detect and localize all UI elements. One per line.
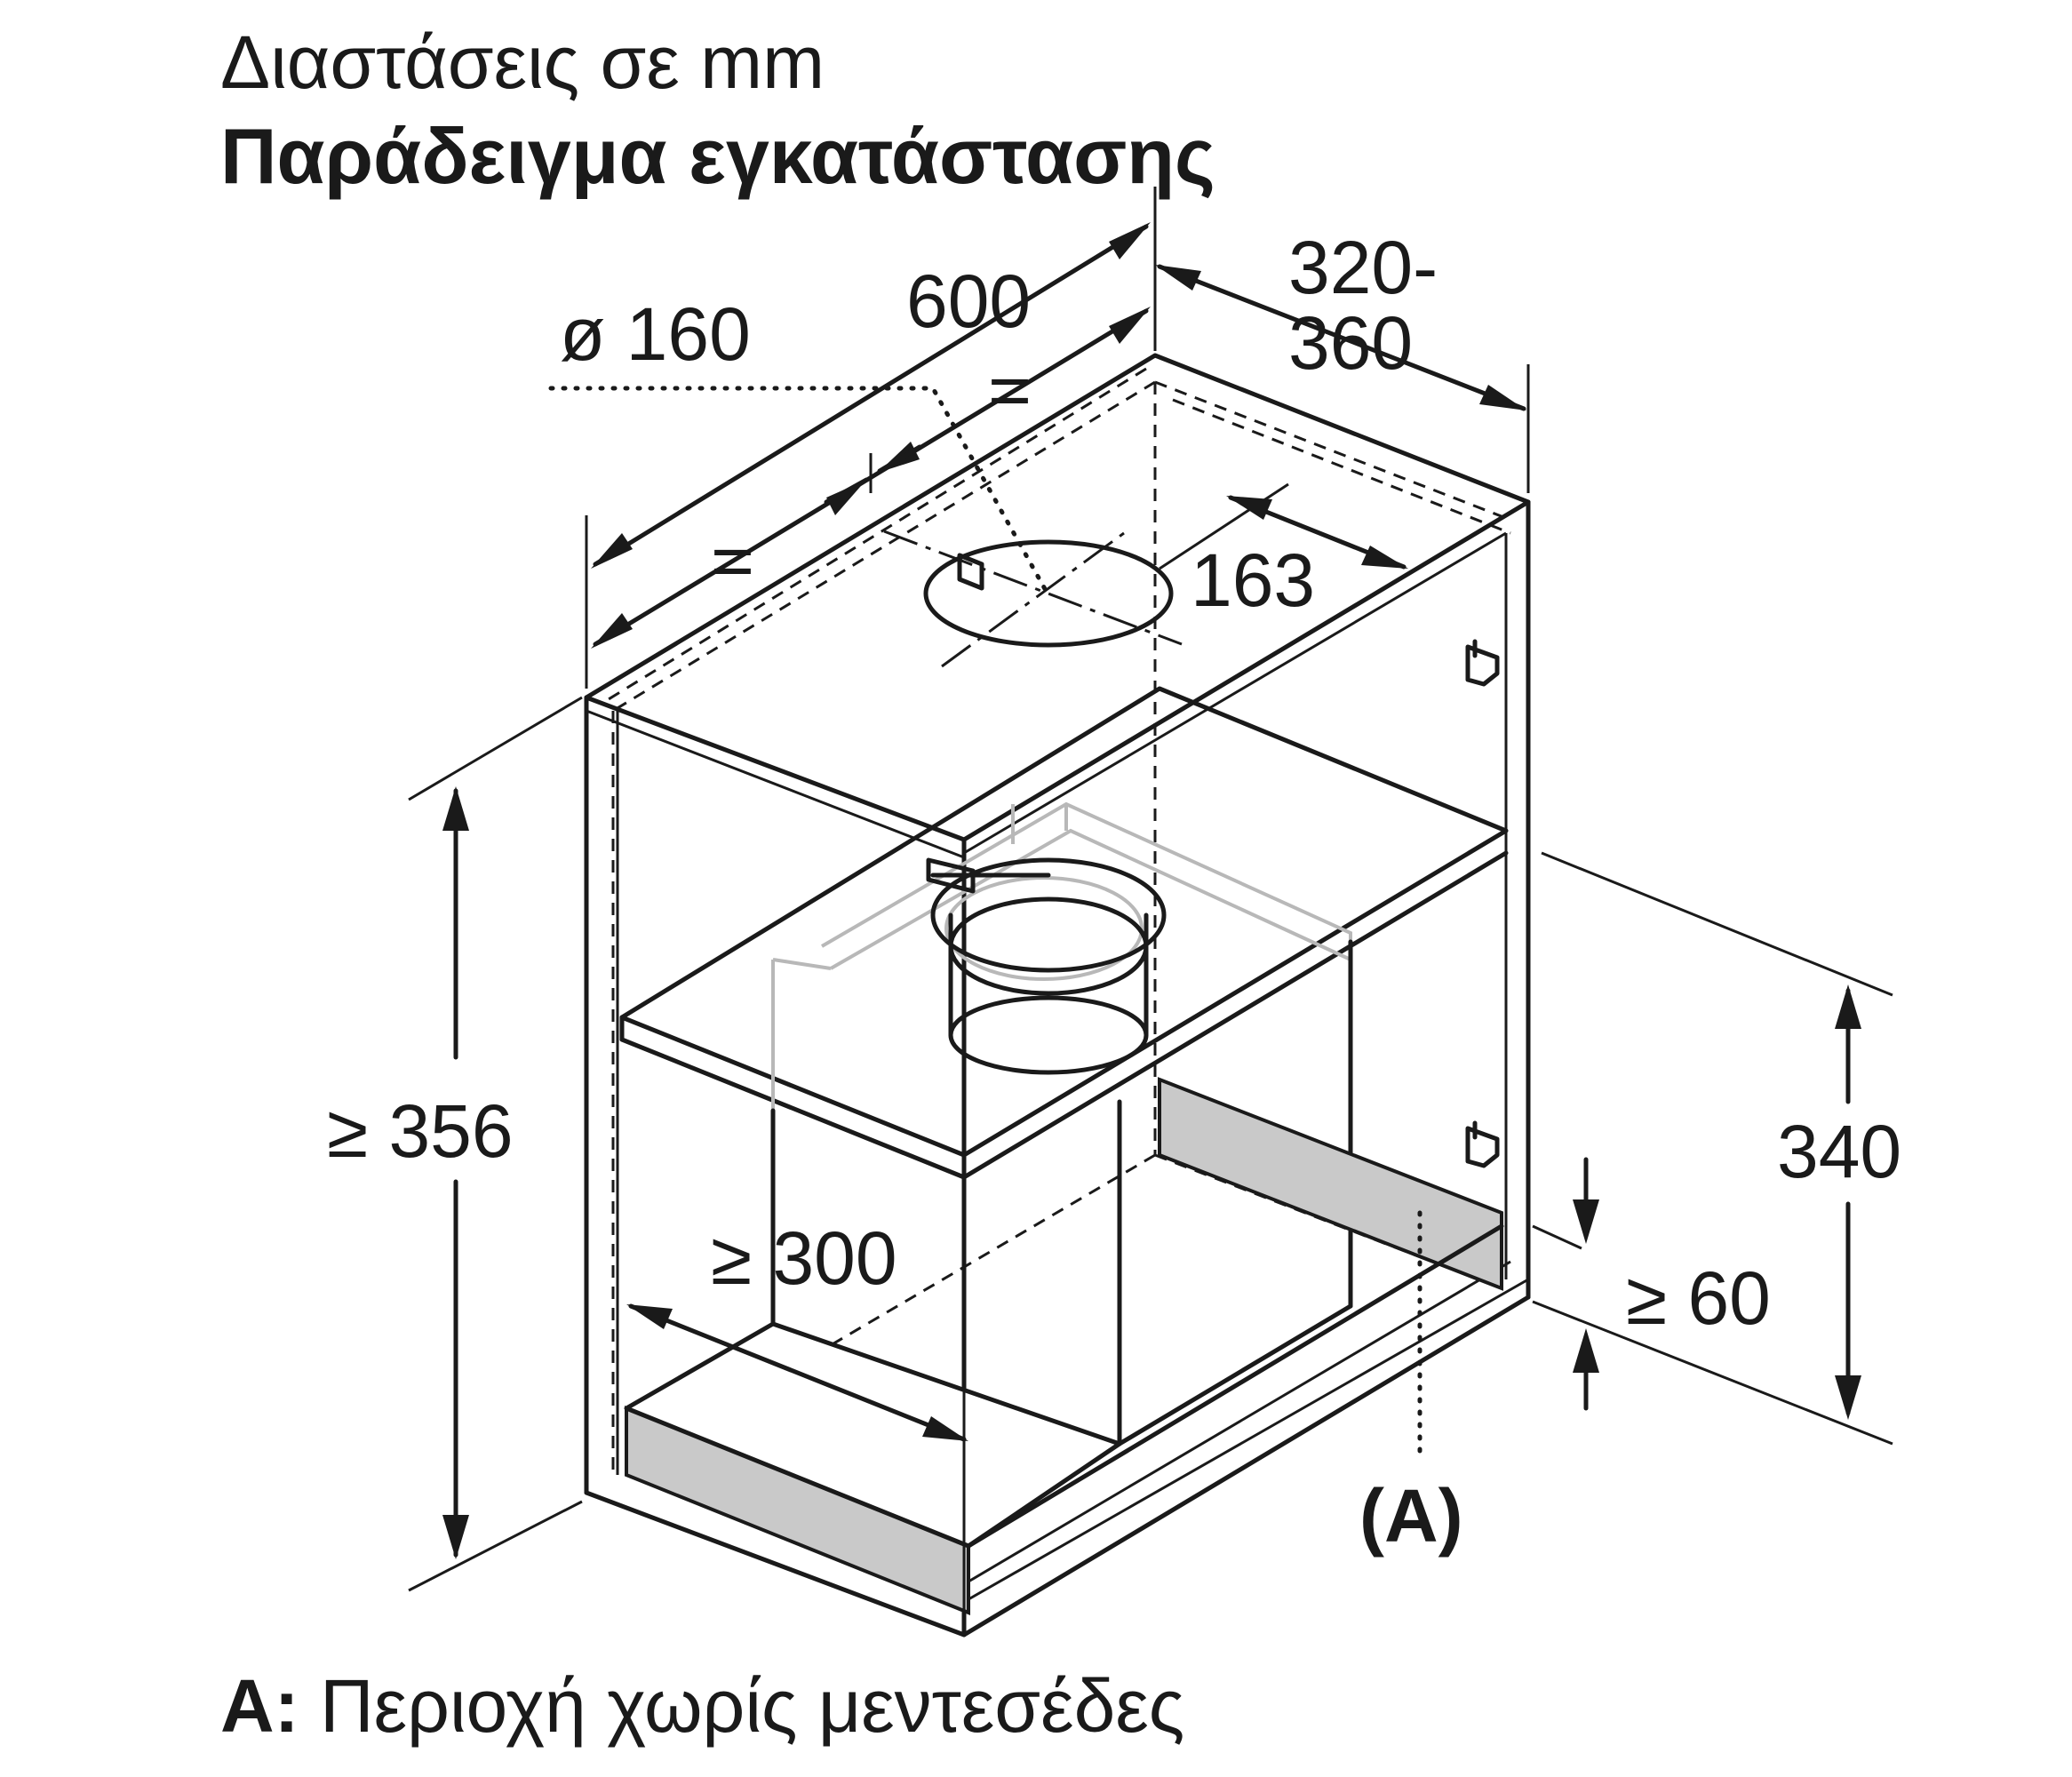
offset-label: 163 [1191, 538, 1315, 622]
height-inner-dimension [626, 1303, 968, 1442]
page-title: Παράδειγμα εγκατάστασης [220, 112, 1215, 200]
hingeless-zones [624, 1077, 1504, 1615]
depth-label-line1: 320- [1288, 226, 1438, 309]
height-total-dimension [442, 786, 469, 1559]
hood-body [771, 801, 1352, 1111]
height-hood-dimension [1835, 984, 1861, 1420]
diameter-label: ø 160 [560, 292, 751, 376]
hood-lower-box [770, 939, 1353, 1446]
diameter-leader [548, 386, 1051, 598]
hood-shelf [619, 686, 1509, 1180]
depth-dimension [1155, 264, 1526, 411]
height-hood-label: 340 [1777, 1110, 1901, 1193]
height-total-label: ≥ 356 [327, 1089, 514, 1173]
centerlines [883, 530, 1183, 668]
duct-openings [923, 539, 1174, 1075]
offset-dimension [1226, 495, 1408, 570]
legend: A: Περιοχή χωρίς μεντεσέδες [220, 1663, 1184, 1749]
subtitle: Διαστάσεις σε mm [220, 20, 825, 104]
zone-marker: (A) [1359, 1474, 1463, 1558]
equal-bottom-label: = [711, 519, 754, 602]
height-base-dimension [1573, 1157, 1599, 1411]
hinge-icon [1465, 639, 1500, 1168]
legend-text: Περιοχή χωρίς μεντεσέδες [299, 1664, 1185, 1748]
height-base-label: ≥ 60 [1626, 1256, 1771, 1340]
extension-lines [408, 187, 1893, 1635]
cabinet [584, 353, 1531, 1638]
equal-top-label: = [988, 348, 1032, 432]
depth-label-line2: 360 [1288, 301, 1413, 385]
width-dimension [591, 222, 1151, 649]
legend-key: A: [220, 1664, 299, 1748]
width-label: 600 [906, 259, 1031, 343]
height-inner-label: ≥ 300 [711, 1216, 897, 1300]
